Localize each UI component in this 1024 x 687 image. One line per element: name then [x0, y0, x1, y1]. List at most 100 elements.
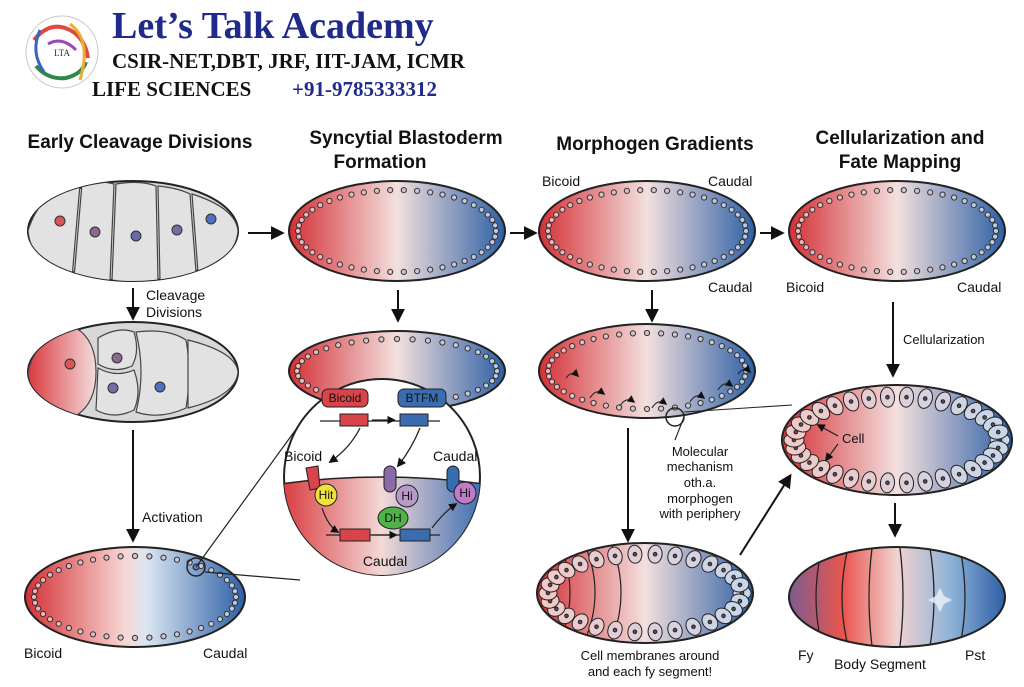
nucleus	[89, 556, 97, 563]
arrow	[824, 443, 839, 462]
nucleus	[293, 367, 301, 375]
cell-nucleus	[832, 403, 838, 409]
hi-molecule-left	[395, 484, 419, 508]
nucleus	[718, 343, 725, 350]
nucleus	[697, 335, 704, 343]
cell-nucleus	[866, 396, 872, 401]
nucleus	[373, 268, 380, 275]
life-sciences-label: LIFE SCIENCES	[92, 77, 251, 101]
gene-box-blue	[399, 528, 431, 542]
cell-nucleus	[798, 422, 804, 427]
caudal-label-col4: Caudal	[957, 279, 1001, 295]
nucleus	[951, 194, 958, 201]
hi-molecule-right	[453, 481, 477, 505]
nucleus	[304, 353, 311, 360]
nucleus	[548, 357, 556, 364]
cell-nucleus	[848, 399, 854, 404]
embryo-cleavage-divisions	[27, 321, 239, 423]
cell-nucleus	[612, 553, 618, 559]
nucleus	[31, 588, 39, 595]
nucleus	[111, 352, 123, 364]
nucleus	[173, 631, 181, 638]
nucleus	[970, 202, 977, 209]
nucleus	[739, 239, 746, 246]
cell-nucleus	[990, 453, 996, 458]
hit-label: Hit	[319, 488, 334, 502]
nucleus	[304, 382, 311, 389]
nucleus	[734, 244, 741, 251]
nucleus	[77, 628, 84, 635]
cell-nucleus	[970, 408, 976, 414]
cell-nucleus	[818, 466, 824, 472]
cell-nucleus	[731, 606, 736, 612]
cell-nucleus	[970, 466, 976, 472]
zoom-line	[204, 571, 301, 581]
nucleus	[677, 189, 684, 196]
nucleus	[400, 268, 407, 275]
nucleus	[900, 268, 907, 275]
cell-nucleus	[672, 553, 678, 559]
nucleus	[478, 206, 485, 213]
nucleus	[493, 367, 501, 375]
nucleus	[742, 233, 749, 240]
cell-nucleus	[995, 429, 1001, 435]
nucleus	[335, 342, 342, 349]
nucleus	[711, 257, 718, 265]
nucleus	[65, 562, 73, 570]
logo-text: LTA	[54, 48, 70, 58]
nucleus	[685, 333, 692, 340]
nucleus	[734, 211, 741, 218]
nucleus	[470, 253, 477, 260]
nucleus	[295, 362, 302, 370]
nucleus	[579, 339, 586, 346]
cell-nucleus	[652, 629, 658, 635]
nucleus	[727, 347, 734, 354]
nucleus	[742, 227, 750, 235]
nucleus	[461, 257, 468, 265]
nucleus	[378, 336, 385, 343]
nucleus	[55, 567, 62, 574]
nucleus	[803, 244, 810, 251]
nucleus	[629, 405, 637, 412]
nucleus	[427, 189, 434, 196]
nucleus	[643, 405, 651, 413]
nucleus	[223, 610, 230, 618]
dh-label: DH	[384, 511, 401, 525]
nucleus	[393, 335, 401, 343]
embryo-fate-mapping	[788, 180, 1006, 282]
cell-nucleus	[731, 574, 736, 580]
nucleus	[708, 339, 715, 346]
gene-box-red	[339, 413, 369, 427]
nucleus	[664, 268, 671, 275]
nucleus	[451, 194, 458, 201]
sparkle-icon	[928, 588, 952, 612]
arrow	[328, 427, 361, 464]
nucleus	[492, 362, 499, 370]
nucleus	[544, 367, 552, 375]
cell-nucleus	[632, 551, 638, 557]
nucleus	[103, 554, 110, 561]
nucleus	[658, 405, 665, 412]
nucleus	[728, 249, 735, 256]
zoom-circle	[186, 557, 206, 577]
hi-left-label: Hi	[401, 489, 412, 503]
nucleus	[553, 244, 560, 251]
btfm-box-label: BTFM	[406, 391, 439, 405]
nucleus	[439, 264, 446, 271]
membranes-label-line1: Cell membranes around	[581, 648, 720, 663]
nucleus	[637, 187, 644, 194]
nucleus	[809, 249, 816, 256]
nucleus	[569, 392, 576, 399]
nucleus	[978, 206, 985, 213]
nucleus	[586, 261, 594, 268]
nucleus	[483, 353, 490, 360]
nucleus	[701, 261, 708, 268]
cell-nucleus	[904, 480, 909, 486]
nucleus	[900, 187, 907, 194]
nucleus	[160, 633, 167, 640]
nucleus	[989, 239, 996, 246]
nucleus	[569, 343, 576, 350]
cell-nucleus	[904, 394, 909, 400]
nucleus	[629, 330, 637, 337]
